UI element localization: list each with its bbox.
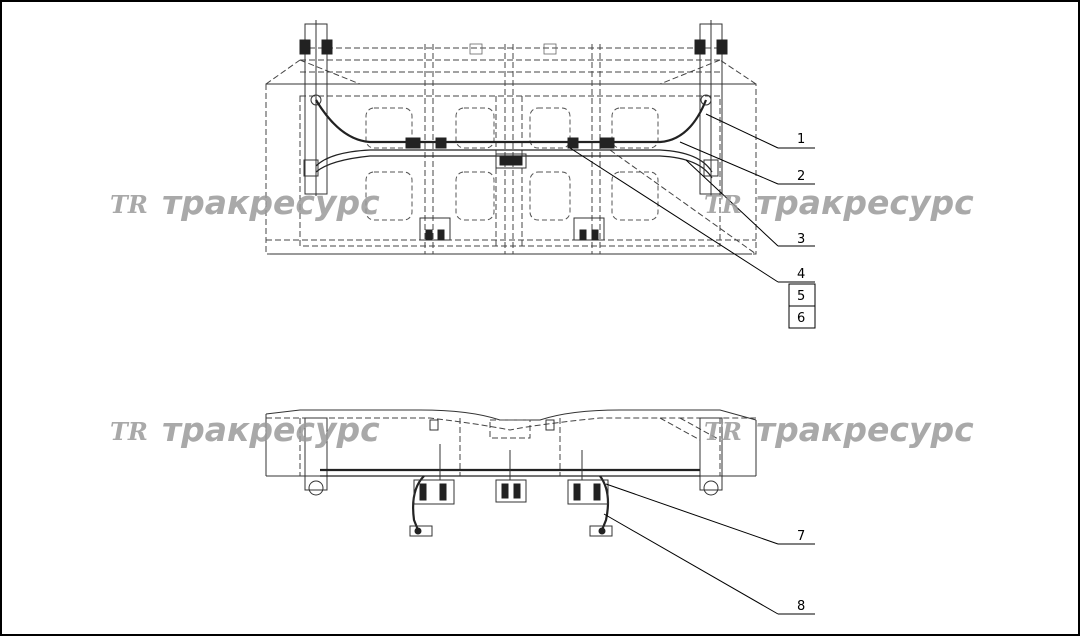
watermark-text: тракресурс bbox=[162, 410, 380, 449]
callout-3: 3 bbox=[797, 232, 805, 247]
watermark-bottom-right: TR тракресурс bbox=[704, 410, 974, 449]
side-view bbox=[265, 409, 757, 537]
watermark-text: тракресурс bbox=[162, 183, 380, 222]
watermark-text: тракресурс bbox=[756, 183, 974, 222]
top-view bbox=[265, 20, 757, 255]
callout-2: 2 bbox=[797, 169, 805, 184]
watermark-logo: TR bbox=[704, 417, 742, 446]
watermark-top-left: TR тракресурс bbox=[110, 183, 380, 222]
watermark-logo: TR bbox=[704, 190, 742, 219]
callout-4: 4 bbox=[797, 267, 805, 282]
watermark-bottom-left: TR тракресурс bbox=[110, 410, 380, 449]
watermark-text: тракресурс bbox=[756, 410, 974, 449]
callout-5: 5 bbox=[797, 289, 805, 304]
watermark-logo: TR bbox=[110, 190, 148, 219]
watermark-logo: TR bbox=[110, 417, 148, 446]
callout-8: 8 bbox=[797, 599, 805, 614]
callout-7: 7 bbox=[797, 529, 805, 544]
watermark-top-right: TR тракресурс bbox=[704, 183, 974, 222]
callout-6: 6 bbox=[797, 311, 805, 326]
callout-1: 1 bbox=[797, 132, 805, 147]
callout-leaders bbox=[569, 113, 816, 615]
